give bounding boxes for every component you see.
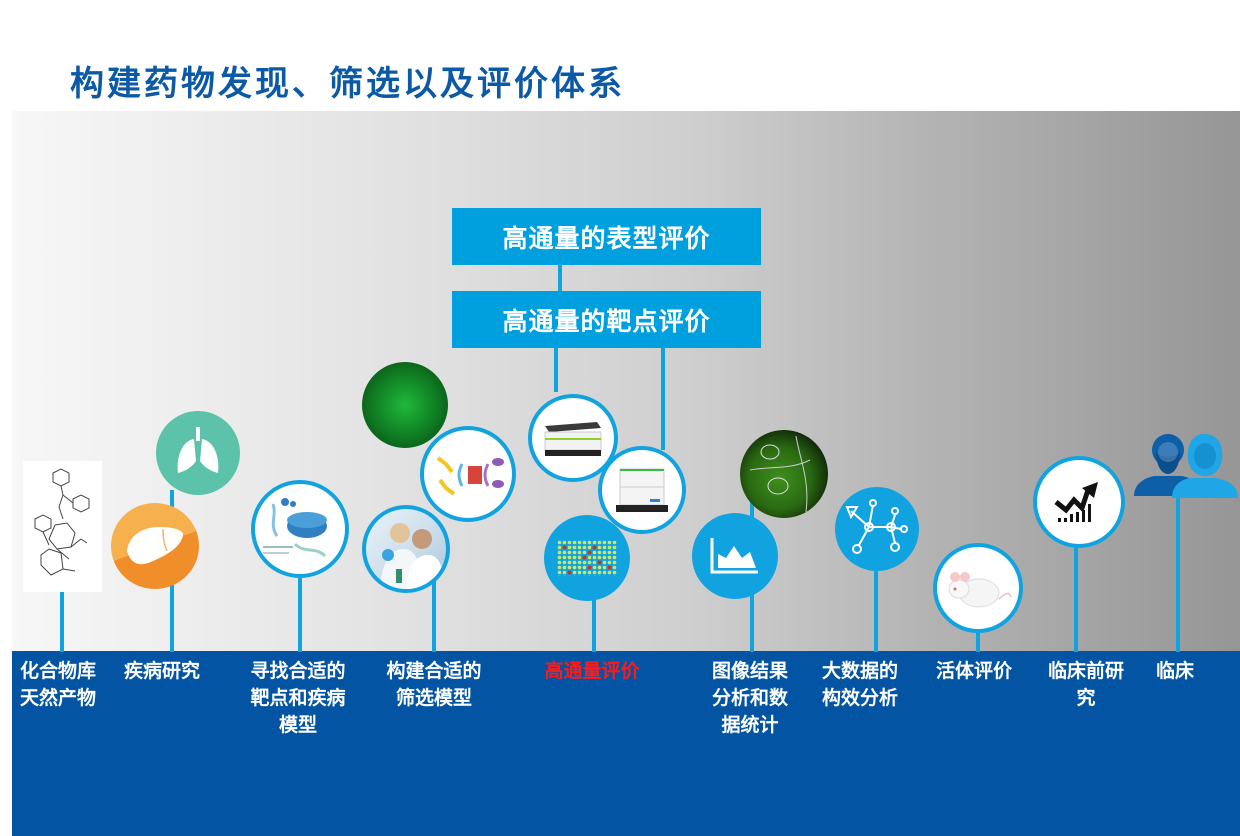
cell-imaging-icon [740,430,828,518]
stem-line [60,590,64,652]
phenotype-evaluation-box: 高通量的表型评价 [452,208,761,265]
stem-line [592,592,596,652]
microplate-icon [544,515,630,601]
connector-line [558,265,562,293]
connector-line [554,342,558,392]
stage-label-clinical: 临床 [1156,660,1195,682]
connector-line [661,342,665,450]
stem-line [874,560,878,652]
stem-line [1176,490,1180,652]
scientists-lab-icon [362,505,450,593]
kinase-pathway-icon [420,426,516,522]
page-title: 构建药物发现、筛选以及评价体系 [70,64,625,104]
stage-label-compound-library: 化合物库 天然产物 [20,660,97,709]
target-pathway-diagram-icon [251,480,349,578]
stage-label-image-analysis: 图像结果 分析和数 据统计 [711,660,788,736]
trend-chart-icon [1033,456,1125,548]
network-graph-icon [835,487,919,571]
stem-line [432,560,436,652]
stage-label-sar-analysis: 大数据的 构效分析 [822,660,899,709]
stem-line [1074,540,1078,652]
stage-label-screening-model: 构建合适的 筛选模型 [386,660,482,709]
area-chart-icon [692,513,778,599]
stage-label-in-vivo: 活体评价 [936,660,1013,682]
stage-label-preclinical: 临床前研 究 [1047,660,1124,709]
mouse-icon [933,543,1023,633]
liver-icon [111,503,199,589]
target-evaluation-box: 高通量的靶点评价 [452,291,761,348]
chemical-structure-icon [23,461,102,592]
plate-reader-icon [598,446,686,534]
patients-icon [1132,430,1240,498]
fluorescent-cells-icon [362,362,448,448]
stem-line [298,572,302,652]
stage-label-disease-research: 疾病研究 [124,660,201,682]
label-band [12,651,1240,836]
stage-label-target-discovery: 寻找合适的 靶点和疾病 模型 [250,660,346,736]
lungs-icon [156,411,240,495]
stage-label-high-throughput: 高通量评价 [544,660,640,682]
